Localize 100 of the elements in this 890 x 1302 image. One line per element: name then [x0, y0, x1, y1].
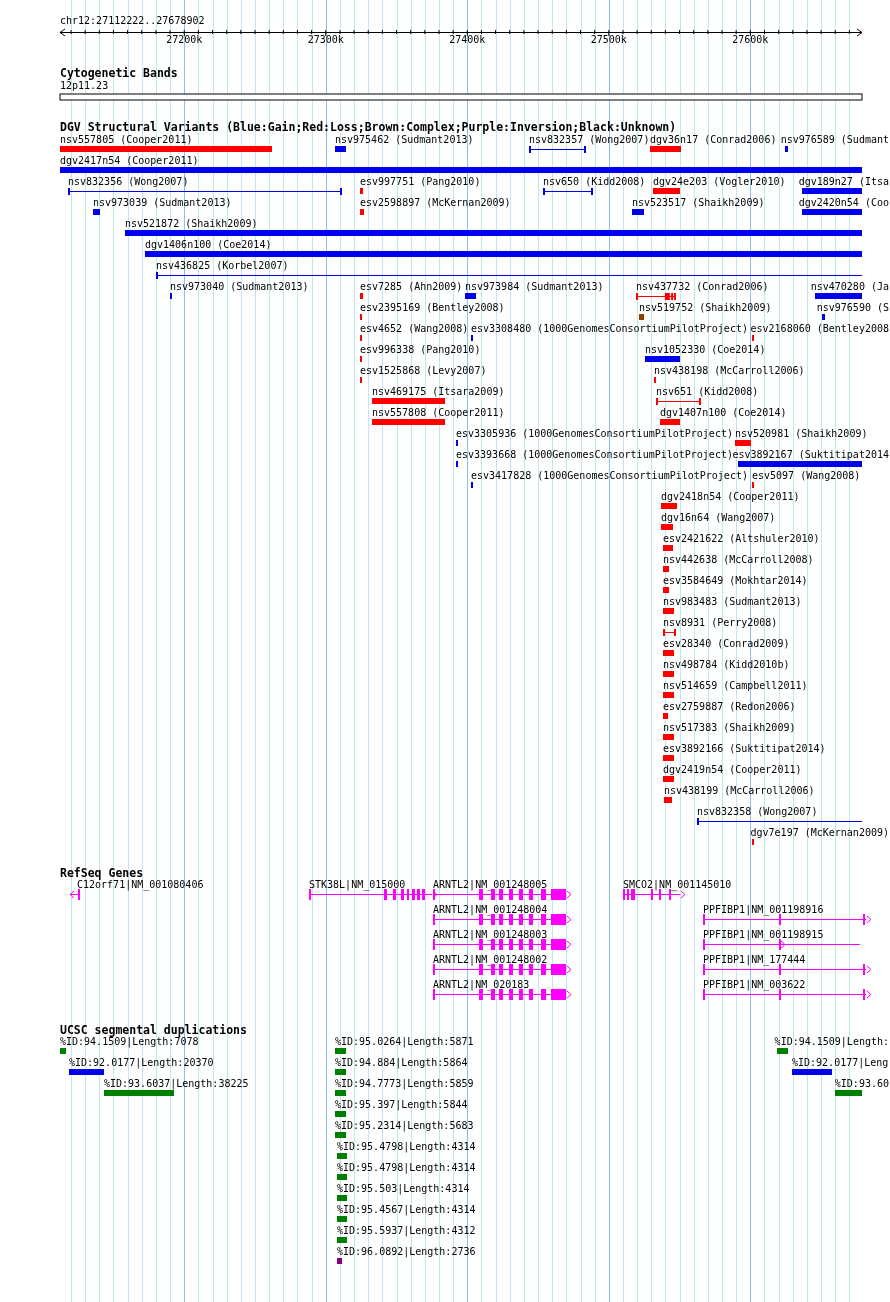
- gene-label: C12orf71|NM_001080406: [77, 879, 204, 890]
- variant-label: nsv520981 (Shaikh2009): [735, 428, 868, 439]
- variant-label: nsv521872 (Shaikh2009): [125, 218, 258, 229]
- variant-label: nsv442638 (McCarroll2008): [663, 554, 814, 565]
- tick-label: 27400k: [449, 34, 486, 45]
- gene-label: PPFIBP1|NM_003622: [703, 979, 806, 990]
- variant-label: esv3892167 (Suktitipat2014: [732, 449, 889, 460]
- duplication-label: %ID:93.6037|Length:38225: [104, 1078, 249, 1089]
- variant-label: esv3305936 (1000GenomesConsortiumPilotProject): [456, 428, 733, 439]
- variant-label: nsv436825 (Korbel2007): [156, 260, 289, 271]
- variant-label: esv28340 (Conrad2009): [663, 638, 790, 649]
- variant-label: nsv832356 (Wong2007): [68, 176, 189, 187]
- variant-label: nsv557805 (Cooper2011): [60, 134, 193, 145]
- variant-label: esv3892166 (Suktitipat2014): [663, 743, 826, 754]
- tick-label: 27300k: [307, 34, 344, 45]
- variant-label: nsv469175 (Itsara2009): [372, 386, 505, 397]
- gene-label: PPFIBP1|NM_177444: [703, 954, 806, 965]
- tick-label: 27200k: [166, 34, 203, 45]
- track-title: RefSeq Genes: [60, 868, 144, 879]
- variant-label: nsv8931 (Perry2008): [663, 617, 778, 628]
- variant-label: nsv517383 (Shaikh2009): [663, 722, 796, 733]
- variant-label: esv7285 (Ahn2009): [360, 281, 463, 292]
- duplication-label: %ID:95.5937|Length:4312: [337, 1225, 476, 1236]
- variant-label: esv3417828 (1000GenomesConsortiumPilotProject): [471, 470, 748, 481]
- gene-label: ARNTL2|NM_001248005: [433, 879, 548, 890]
- variant-label: dgv2419n54 (Cooper2011): [663, 764, 802, 775]
- variant-label: dgv1407n100 (Coe2014): [660, 407, 787, 418]
- duplication-label: %ID:95.4798|Length:4314: [337, 1162, 476, 1173]
- variant-label: nsv498784 (Kidd2010b): [663, 659, 790, 670]
- variant-label: esv997751 (Pang2010): [360, 176, 481, 187]
- track-title: DGV Structural Variants (Blue:Gain;Red:Loss;Brown:Complex;Purple:Inversion;Black:Unknown): [60, 122, 677, 133]
- gene-label: PPFIBP1|NM_001198915: [703, 929, 824, 940]
- variant-label: esv2598897 (McKernan2009): [360, 197, 511, 208]
- duplication-label: %ID:93.60: [834, 1078, 889, 1089]
- variant-label: nsv973039 (Sudmant2013): [93, 197, 232, 208]
- variant-label: nsv470280 (Ja: [810, 281, 889, 292]
- gene-label: STK38L|NM_015000: [309, 879, 406, 890]
- variant-label: nsv438199 (McCarroll2006): [664, 785, 815, 796]
- duplication-label: %ID:95.0264|Length:5871: [335, 1036, 474, 1047]
- duplication-label: %ID:92.0177|Leng: [792, 1057, 889, 1068]
- variant-label: nsv832358 (Wong2007): [697, 806, 818, 817]
- track-title: Cytogenetic Bands: [60, 68, 178, 79]
- variant-label: nsv650 (Kidd2008): [543, 176, 646, 187]
- variant-label: esv3308480 (1000GenomesConsortiumPilotProject): [471, 323, 748, 334]
- variant-label: nsv975462 (Sudmant2013): [335, 134, 474, 145]
- variant-label: nsv983483 (Sudmant2013): [663, 596, 802, 607]
- gene-label: SMCO2|NM_001145010: [623, 879, 732, 890]
- variant-label: esv2395169 (Bentley2008): [360, 302, 505, 313]
- variant-label: dgv16n64 (Wang2007): [661, 512, 776, 523]
- track-title: UCSC segmental duplications: [60, 1025, 247, 1036]
- variant-label: esv2168060 (Bentley2008: [750, 323, 889, 334]
- gene-label: ARNTL2|NM_001248003: [433, 929, 548, 940]
- variant-label: nsv976589 (Sudmant: [780, 134, 889, 145]
- duplication-label: %ID:94.7773|Length:5859: [335, 1078, 474, 1089]
- gene-label: ARNTL2|NM_020183: [433, 979, 530, 990]
- variant-label: esv996338 (Pang2010): [360, 344, 481, 355]
- duplication-label: %ID:95.503|Length:4314: [337, 1183, 470, 1194]
- variant-label: nsv832357 (Wong2007): [529, 134, 650, 145]
- band-label: 12p11.23: [60, 80, 109, 91]
- duplication-label: %ID:95.4567|Length:4314: [337, 1204, 476, 1215]
- variant-label: nsv973040 (Sudmant2013): [170, 281, 309, 292]
- variant-label: nsv519752 (Shaikh2009): [639, 302, 772, 313]
- duplication-label: %ID:95.4798|Length:4314: [337, 1141, 476, 1152]
- variant-label: esv4652 (Wang2008): [360, 323, 469, 334]
- tick-label: 27500k: [590, 34, 627, 45]
- variant-label: esv5097 (Wang2008): [752, 470, 861, 481]
- region-label: chr12:27112222..27678902: [60, 15, 205, 26]
- duplication-label: %ID:95.397|Length:5844: [335, 1099, 468, 1110]
- variant-label: nsv976590 (S: [816, 302, 889, 313]
- variant-label: esv3393668 (1000GenomesConsortiumPilotProject): [456, 449, 733, 460]
- duplication-label: %ID:96.0892|Length:2736: [337, 1246, 476, 1257]
- variant-label: nsv514659 (Campbell2011): [663, 680, 808, 691]
- variant-label: nsv438198 (McCarroll2006): [654, 365, 805, 376]
- variant-label: dgv189n27 (Itsa: [798, 176, 889, 187]
- variant-label: dgv2418n54 (Cooper2011): [661, 491, 800, 502]
- variant-label: dgv2417n54 (Cooper2011): [60, 155, 199, 166]
- gene-label: ARNTL2|NM_001248004: [433, 904, 548, 915]
- gene-label: PPFIBP1|NM_001198916: [703, 904, 824, 915]
- variant-label: nsv523517 (Shaikh2009): [632, 197, 765, 208]
- duplication-label: %ID:94.1509|Length:: [774, 1036, 889, 1047]
- gene-label: ARNTL2|NM_001248002: [433, 954, 548, 965]
- variant-label: esv3584649 (Mokhtar2014): [663, 575, 808, 586]
- variant-label: nsv1052330 (Coe2014): [645, 344, 766, 355]
- variant-label: dgv1406n100 (Coe2014): [145, 239, 272, 250]
- variant-label: dgv2420n54 (Coo: [798, 197, 889, 208]
- duplication-label: %ID:95.2314|Length:5683: [335, 1120, 474, 1131]
- variant-label: dgv24e203 (Vogler2010): [653, 176, 786, 187]
- duplication-label: %ID:94.884|Length:5864: [335, 1057, 468, 1068]
- variant-label: dgv36n17 (Conrad2006): [650, 134, 777, 145]
- duplication-label: %ID:94.1509|Length:7078: [60, 1036, 199, 1047]
- variant-label: esv1525868 (Levy2007): [360, 365, 487, 376]
- variant-label: nsv557808 (Cooper2011): [372, 407, 505, 418]
- variant-label: nsv437732 (Conrad2006): [636, 281, 769, 292]
- variant-label: esv2759887 (Redon2006): [663, 701, 796, 712]
- variant-label: esv2421622 (Altshuler2010): [663, 533, 820, 544]
- variant-label: nsv973984 (Sudmant2013): [465, 281, 604, 292]
- variant-label: nsv651 (Kidd2008): [656, 386, 759, 397]
- duplication-label: %ID:92.0177|Length:20370: [69, 1057, 214, 1068]
- variant-label: dgv7e197 (McKernan2009): [750, 827, 889, 838]
- tick-label: 27600k: [732, 34, 769, 45]
